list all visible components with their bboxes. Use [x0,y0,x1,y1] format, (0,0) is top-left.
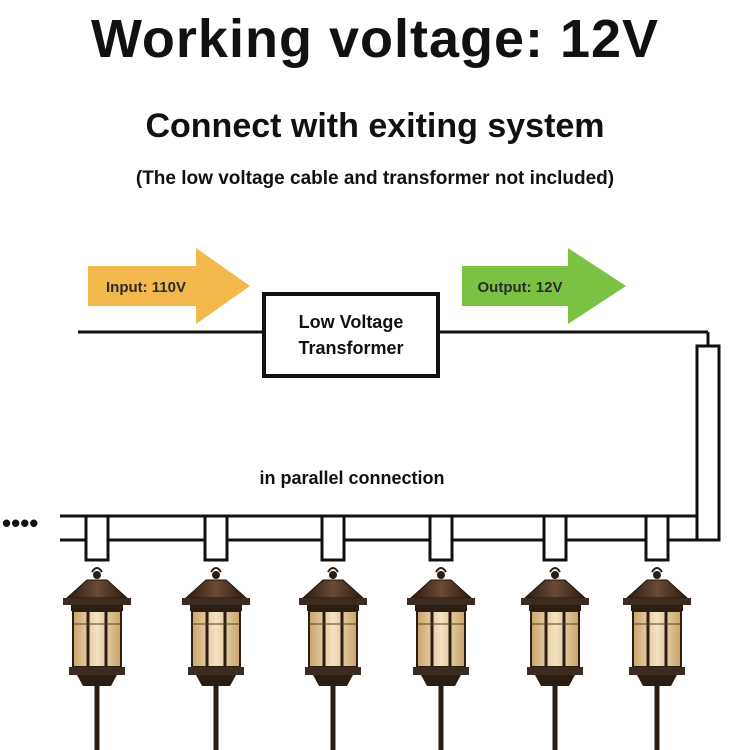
page-subtitle: Connect with exiting system [145,107,605,145]
lantern-light-icon [180,566,252,750]
transformer-label-line2: Transformer [298,338,403,358]
right-connector [695,332,721,542]
lantern-light-icon [621,566,693,750]
output-arrow-label: Output: 12V [478,279,563,296]
disclaimer-note: (The low voltage cable and transformer n… [135,168,615,189]
lantern-light-icon [297,566,369,750]
page-title: Working voltage: 12V [90,9,660,69]
lantern-light-icon [405,566,477,750]
lantern-light-icon [519,566,591,750]
output-arrow: Output: 12V [462,248,626,324]
transformer-label-line1: Low Voltage [299,312,404,332]
continuation-dots: •••• [2,508,38,538]
parallel-connection-label: in parallel connection [259,468,444,488]
input-arrow: Input: 110V [88,248,250,324]
parallel-bus [60,514,698,542]
input-arrow-label: Input: 110V [106,279,186,296]
lamp-taps [84,514,670,562]
lantern-light-icon [61,566,133,750]
transformer-box: Low Voltage Transformer [262,292,440,378]
